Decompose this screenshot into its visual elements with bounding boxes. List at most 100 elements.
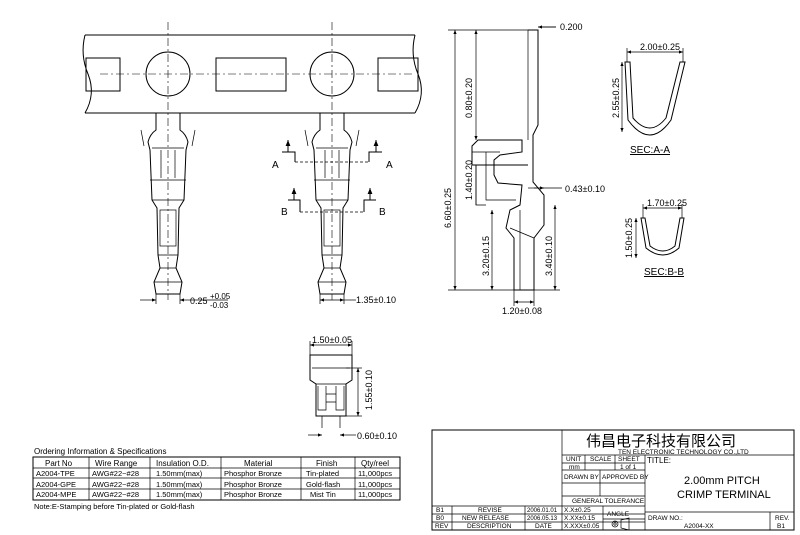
header-part-no: Part No bbox=[45, 459, 73, 468]
cell-wire-range: AWG#22~#28 bbox=[92, 480, 139, 489]
cell-part-no: A2004-GPE bbox=[36, 480, 76, 489]
draw-no-label: DRAW NO.: bbox=[648, 515, 683, 522]
title-block bbox=[431, 429, 795, 531]
approved-by-label: APPROVED BY bbox=[602, 474, 649, 481]
total-length-dim: 6.60±0.25 bbox=[443, 188, 453, 228]
cell-wire-range: AWG#22~#28 bbox=[92, 490, 139, 499]
sheet-value: 1 of 1 bbox=[620, 464, 637, 471]
revision-code: B1 bbox=[436, 507, 444, 514]
tolerance-xx: X.XX±0.15 bbox=[564, 515, 595, 522]
ordering-title: Ordering Information & Specifications bbox=[34, 447, 167, 456]
draw-no-value: A2004-XX bbox=[684, 523, 714, 530]
bottom-width-dim: 1.20±0.08 bbox=[502, 306, 542, 316]
company-name-cn: 伟昌电子科技有限公司 bbox=[586, 433, 736, 450]
carrier-strip bbox=[82, 22, 422, 300]
sec-b-width-dim: 1.70±0.25 bbox=[647, 198, 687, 208]
sec-a-height-dim: 2.55±0.25 bbox=[611, 78, 621, 118]
ordering-table bbox=[32, 456, 401, 501]
header-wire-range: Wire Range bbox=[95, 459, 138, 468]
upper-length-dim: 0.80±0.20 bbox=[464, 78, 474, 118]
tolerance-xxx: X.XXX±0.05 bbox=[564, 523, 600, 530]
cell-part-no: A2004-TPE bbox=[36, 469, 75, 478]
cell-material: Phosphor Bronze bbox=[224, 490, 282, 499]
drawn-by-label: DRAWN BY bbox=[564, 474, 599, 481]
projection-symbol-icon bbox=[611, 517, 630, 531]
cell-finish: Tin-plated bbox=[306, 469, 339, 478]
front-view bbox=[308, 341, 362, 437]
unit-value: mm bbox=[569, 464, 580, 471]
section-b-view bbox=[634, 204, 685, 258]
header-qty: Qty/reel bbox=[361, 459, 389, 468]
sec-b-title: SEC:B-B bbox=[644, 267, 684, 278]
sec-a-right-label: A bbox=[386, 160, 393, 171]
sheet-label: SHEET bbox=[618, 456, 640, 463]
sec-b-right-label: B bbox=[379, 207, 386, 218]
title-label: TITLE: bbox=[647, 456, 671, 465]
side-view bbox=[448, 25, 562, 306]
scale-label: SCALE bbox=[590, 456, 612, 463]
cell-insulation: 1.50mm(max) bbox=[156, 469, 203, 478]
table-row: A2004-MPE AWG#22~#28 1.50mm(max) Phospho… bbox=[36, 490, 392, 499]
cell-material: Phosphor Bronze bbox=[224, 469, 282, 478]
thickness-dim: 0.200 bbox=[560, 22, 583, 32]
front-side-height-dim: 1.55±0.10 bbox=[364, 370, 374, 410]
sec-a-width-dim: 2.00±0.25 bbox=[640, 42, 680, 52]
rev-value: B1 bbox=[777, 523, 785, 530]
strip-width-dim: 1.35±0.10 bbox=[356, 295, 396, 305]
pitch-tol-plus: +0.05 bbox=[210, 292, 231, 301]
table-row: A2004-TPE AWG#22~#28 1.50mm(max) Phospho… bbox=[36, 469, 392, 478]
sec-b-height-dim: 1.50±0.25 bbox=[624, 218, 634, 258]
cell-insulation: 1.50mm(max) bbox=[156, 490, 203, 499]
revision-date: 2006.01.01 bbox=[527, 508, 558, 514]
revision-description: REVISE bbox=[478, 507, 503, 514]
sec-a-title: SEC:A-A bbox=[630, 145, 670, 156]
cell-qty: 11,000pcs bbox=[358, 480, 392, 489]
pitch-tol-minus: -0.03 bbox=[210, 301, 229, 310]
gap-dim: 0.43±0.10 bbox=[565, 184, 605, 194]
rev-column-header: REV bbox=[435, 523, 449, 530]
section-markers bbox=[282, 140, 382, 213]
cell-material: Phosphor Bronze bbox=[224, 480, 282, 489]
cell-qty: 11,000pcs bbox=[358, 490, 392, 499]
lower-length-dim: 3.20±0.15 bbox=[481, 236, 491, 276]
unit-label: UNIT bbox=[566, 456, 581, 463]
pitch-dim: 0.25 bbox=[190, 296, 208, 306]
cell-insulation: 1.50mm(max) bbox=[156, 480, 203, 489]
revision-row: B0 NEW RELEASE 2006.05.13 bbox=[436, 515, 558, 522]
tolerance-x: X.X±0.25 bbox=[564, 507, 591, 514]
general-tolerance-label: GENERAL TOLERANCE bbox=[572, 498, 645, 505]
front-tip-width-dim: 0.60±0.10 bbox=[357, 431, 397, 441]
front-top-width-dim: 1.50±0.05 bbox=[312, 335, 352, 345]
header-material: Material bbox=[244, 459, 273, 468]
cell-finish: Gold-flash bbox=[306, 480, 340, 489]
mid-length-dim: 1.40±0.20 bbox=[464, 160, 474, 200]
date-column-header: DATE bbox=[535, 523, 553, 530]
terminal-left bbox=[140, 113, 196, 295]
rev-label: REV. bbox=[775, 515, 790, 522]
company-name-en: TEN ELECTRONIC TECHNOLOGY CO.,LTD bbox=[618, 449, 749, 456]
revision-date: 2006.05.13 bbox=[527, 516, 558, 522]
header-insulation: Insulation O.D. bbox=[156, 459, 209, 468]
bottom-dims bbox=[140, 294, 356, 304]
cell-finish: Mist Tin bbox=[310, 490, 336, 499]
revision-row: B1 REVISE 2006.01.01 bbox=[436, 507, 558, 514]
right-length-dim: 3.40±0.10 bbox=[544, 236, 554, 276]
sec-a-left-label: A bbox=[272, 160, 279, 171]
terminal-right bbox=[304, 113, 360, 295]
angle-label: ANGLE bbox=[607, 511, 630, 518]
ordering-note: Note:E-Stamping before Tin-plated or Gol… bbox=[34, 502, 195, 511]
cell-part-no: A2004-MPE bbox=[36, 490, 76, 499]
cell-wire-range: AWG#22~#28 bbox=[92, 469, 139, 478]
table-row: A2004-GPE AWG#22~#28 1.50mm(max) Phospho… bbox=[36, 480, 392, 489]
sec-b-left-label: B bbox=[281, 207, 288, 218]
ordering-header-row: Part No Wire Range Insulation O.D. Mater… bbox=[45, 459, 389, 468]
revision-description: NEW RELEASE bbox=[462, 515, 510, 522]
description-column-header: DESCRIPTION bbox=[467, 523, 512, 530]
header-finish: Finish bbox=[316, 459, 337, 468]
cell-qty: 11,000pcs bbox=[358, 469, 392, 478]
revision-code: B0 bbox=[436, 515, 444, 522]
drawing-title-line2: CRIMP TERMINAL bbox=[677, 489, 771, 501]
drawing-title-line1: 2.00mm PITCH bbox=[684, 475, 760, 487]
section-a-view bbox=[620, 48, 686, 136]
